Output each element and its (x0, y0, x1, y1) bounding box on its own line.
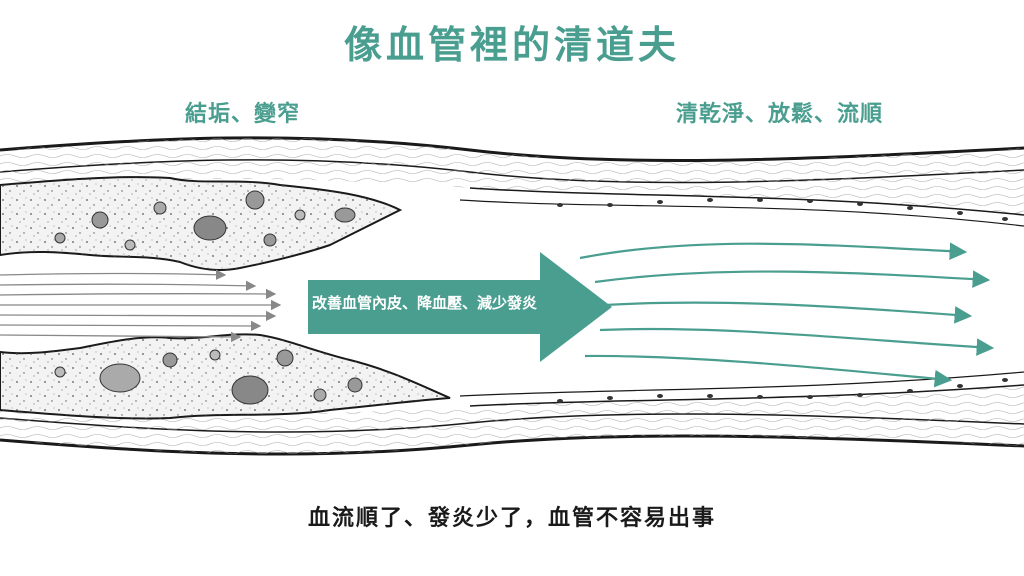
label-clean-side: 清乾淨、放鬆、流順 (676, 102, 884, 127)
label-clogged-side: 結垢、變窄 (185, 102, 301, 127)
bottom-caption: 血流順了、發炎少了，血管不容易出事 (307, 506, 716, 531)
diagram-title: 像血管裡的清道夫 (343, 23, 680, 67)
arrow-benefits-text: 改善血管內皮、降血壓、減少發炎 (312, 294, 538, 312)
plaque-upper (0, 176, 403, 271)
narrow-flow-lines (0, 269, 282, 343)
vessel-lower-wall (0, 371, 1024, 456)
endothelial-cells-top (557, 198, 1008, 221)
improvement-arrow (308, 252, 612, 362)
vessel-upper-wall (0, 136, 1024, 227)
smooth-flow-lines (579, 242, 995, 388)
plaque-lower (0, 333, 451, 420)
endothelial-cells-bottom (557, 378, 1008, 403)
